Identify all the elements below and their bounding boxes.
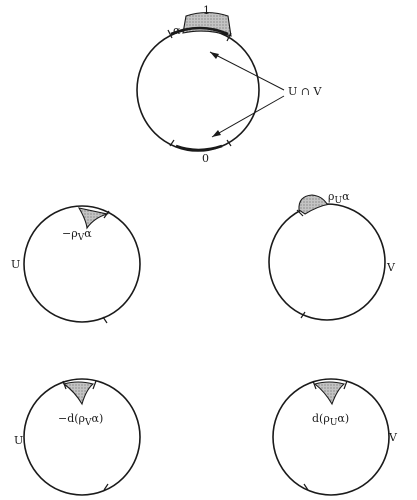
top-overlap-arc (170, 26, 229, 36)
bot-right-form-text: d(ρ (312, 412, 330, 425)
bot-left-circle-group: −d(ρVα) U (14, 378, 141, 496)
label-zero: 0 (202, 152, 209, 165)
bot-right-tick-top-left (312, 380, 317, 390)
mid-right-form-label: ρUα (328, 190, 350, 206)
bot-left-space-label: U (14, 434, 23, 447)
label-alpha: α (173, 24, 181, 37)
bot-left-tick-top-right (92, 380, 97, 390)
top-circle-group: 1 α 0 U ∩ V (136, 4, 322, 165)
mid-right-tick-bottom (300, 311, 306, 319)
bot-right-form-tail: α) (337, 412, 349, 425)
arrowhead-bottom (212, 130, 221, 137)
mid-right-tick-top (296, 209, 304, 217)
bot-left-circle (23, 378, 141, 496)
mid-right-shaded-bump (298, 194, 331, 215)
arrow-to-bottom-arc (211, 95, 285, 138)
label-intersection: U ∩ V (288, 85, 322, 98)
bot-right-tick-top-right (343, 380, 348, 390)
mid-left-form-text: −ρ (62, 227, 78, 240)
mid-left-tick-bottom (102, 316, 108, 324)
mid-right-form-subscript: U (334, 196, 342, 206)
mid-left-form-label: −ρVα (62, 227, 92, 243)
bot-left-form-tail: α) (92, 412, 104, 425)
bot-right-circle (272, 378, 390, 496)
arrow-to-top-arc (209, 51, 285, 91)
bot-left-form-subscript: V (84, 418, 92, 428)
mid-left-circle (23, 205, 141, 323)
mid-right-circle-group: ρUα V (268, 190, 396, 321)
mid-right-form-alpha: α (342, 190, 350, 203)
arrowhead-top (210, 52, 219, 59)
mid-right-space-label: V (386, 261, 396, 274)
bot-right-form-label: d(ρUα) (312, 412, 349, 428)
mid-right-circle (268, 203, 386, 321)
mid-left-tick-top (103, 210, 110, 219)
top-tick-right (226, 32, 232, 42)
bot-left-form-label: −d(ρVα) (58, 412, 103, 428)
label-one: 1 (203, 4, 210, 17)
bot-right-form-subscript: U (330, 418, 338, 428)
bot-right-space-label: V (388, 431, 398, 444)
mid-left-shaded-region (77, 207, 110, 230)
mid-right-form-text: ρ (328, 190, 334, 203)
bot-right-circle-group: d(ρUα) V (272, 378, 398, 496)
bot-left-tick-bottom (103, 483, 109, 491)
mid-left-form-subscript: V (77, 233, 85, 243)
mid-left-circle-group: −ρVα U (11, 205, 141, 324)
bottom-tick-left (169, 139, 175, 147)
mid-left-form-alpha: α (84, 227, 92, 240)
bot-right-shaded-region (313, 381, 346, 406)
bot-left-form-text: −d(ρ (58, 412, 85, 425)
bot-right-tick-bottom (303, 483, 309, 491)
top-tick-left (167, 29, 173, 39)
mid-left-space-label: U (11, 258, 20, 271)
top-circle (136, 28, 260, 152)
bot-left-tick-top-left (62, 380, 67, 390)
bottom-tick-right (226, 139, 232, 147)
bottom-overlap-arc (175, 144, 223, 152)
bot-left-shaded-region (62, 381, 95, 406)
